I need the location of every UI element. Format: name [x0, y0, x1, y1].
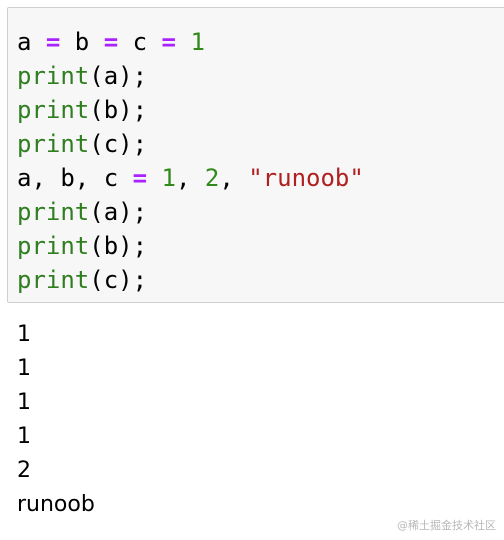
- output-line: 1: [17, 390, 31, 415]
- code-token: (b);: [89, 232, 148, 260]
- watermark: @稀土掘金技术社区: [397, 519, 496, 532]
- code-token: a: [17, 28, 32, 56]
- cell-output: 1 1 1 1 2 runoob: [17, 318, 95, 522]
- code-token: =: [132, 164, 148, 192]
- output-line: runoob: [17, 492, 95, 517]
- code-token: [31, 28, 45, 56]
- code-token: [176, 28, 190, 56]
- code-token: 2: [204, 164, 220, 192]
- code-token: print: [17, 130, 90, 158]
- output-line: 1: [17, 322, 31, 347]
- code-token: b: [60, 28, 104, 56]
- code-token: [147, 164, 161, 192]
- code-token: 1: [190, 28, 205, 56]
- code-token: 1: [161, 164, 176, 192]
- code-line-4: print(c);: [17, 127, 364, 161]
- output-line: 1: [17, 356, 31, 381]
- code-line-8: print(c);: [17, 263, 364, 297]
- code-line-7: print(b);: [17, 229, 364, 263]
- code-token: (c);: [89, 130, 148, 158]
- code-line-5: a, b, c = 1, 2, "runoob": [17, 161, 364, 195]
- code-token: print: [17, 198, 90, 226]
- code-line-6: print(a);: [17, 195, 364, 229]
- code-token: (a);: [89, 198, 148, 226]
- code-token: =: [103, 28, 119, 56]
- code-line-2: print(a);: [17, 59, 364, 93]
- code-line-1: a = b = c = 1: [17, 25, 364, 59]
- code-token: c: [118, 28, 162, 56]
- code-token: ,: [219, 164, 249, 192]
- code-token: print: [17, 96, 90, 124]
- code-token: print: [17, 266, 90, 294]
- code-token: (a);: [89, 62, 148, 90]
- code-line-3: print(b);: [17, 93, 364, 127]
- code-token: a, b, c: [17, 164, 133, 192]
- code-token: print: [17, 62, 90, 90]
- output-line: 1: [17, 424, 31, 449]
- code-token: =: [161, 28, 176, 56]
- code-token: (b);: [89, 96, 148, 124]
- output-line: 2: [17, 458, 31, 483]
- code-token: (c);: [89, 266, 148, 294]
- code-token: ,: [175, 164, 205, 192]
- code-token: =: [45, 28, 61, 56]
- code-token: print: [17, 232, 90, 260]
- code-token: "runoob": [248, 164, 364, 192]
